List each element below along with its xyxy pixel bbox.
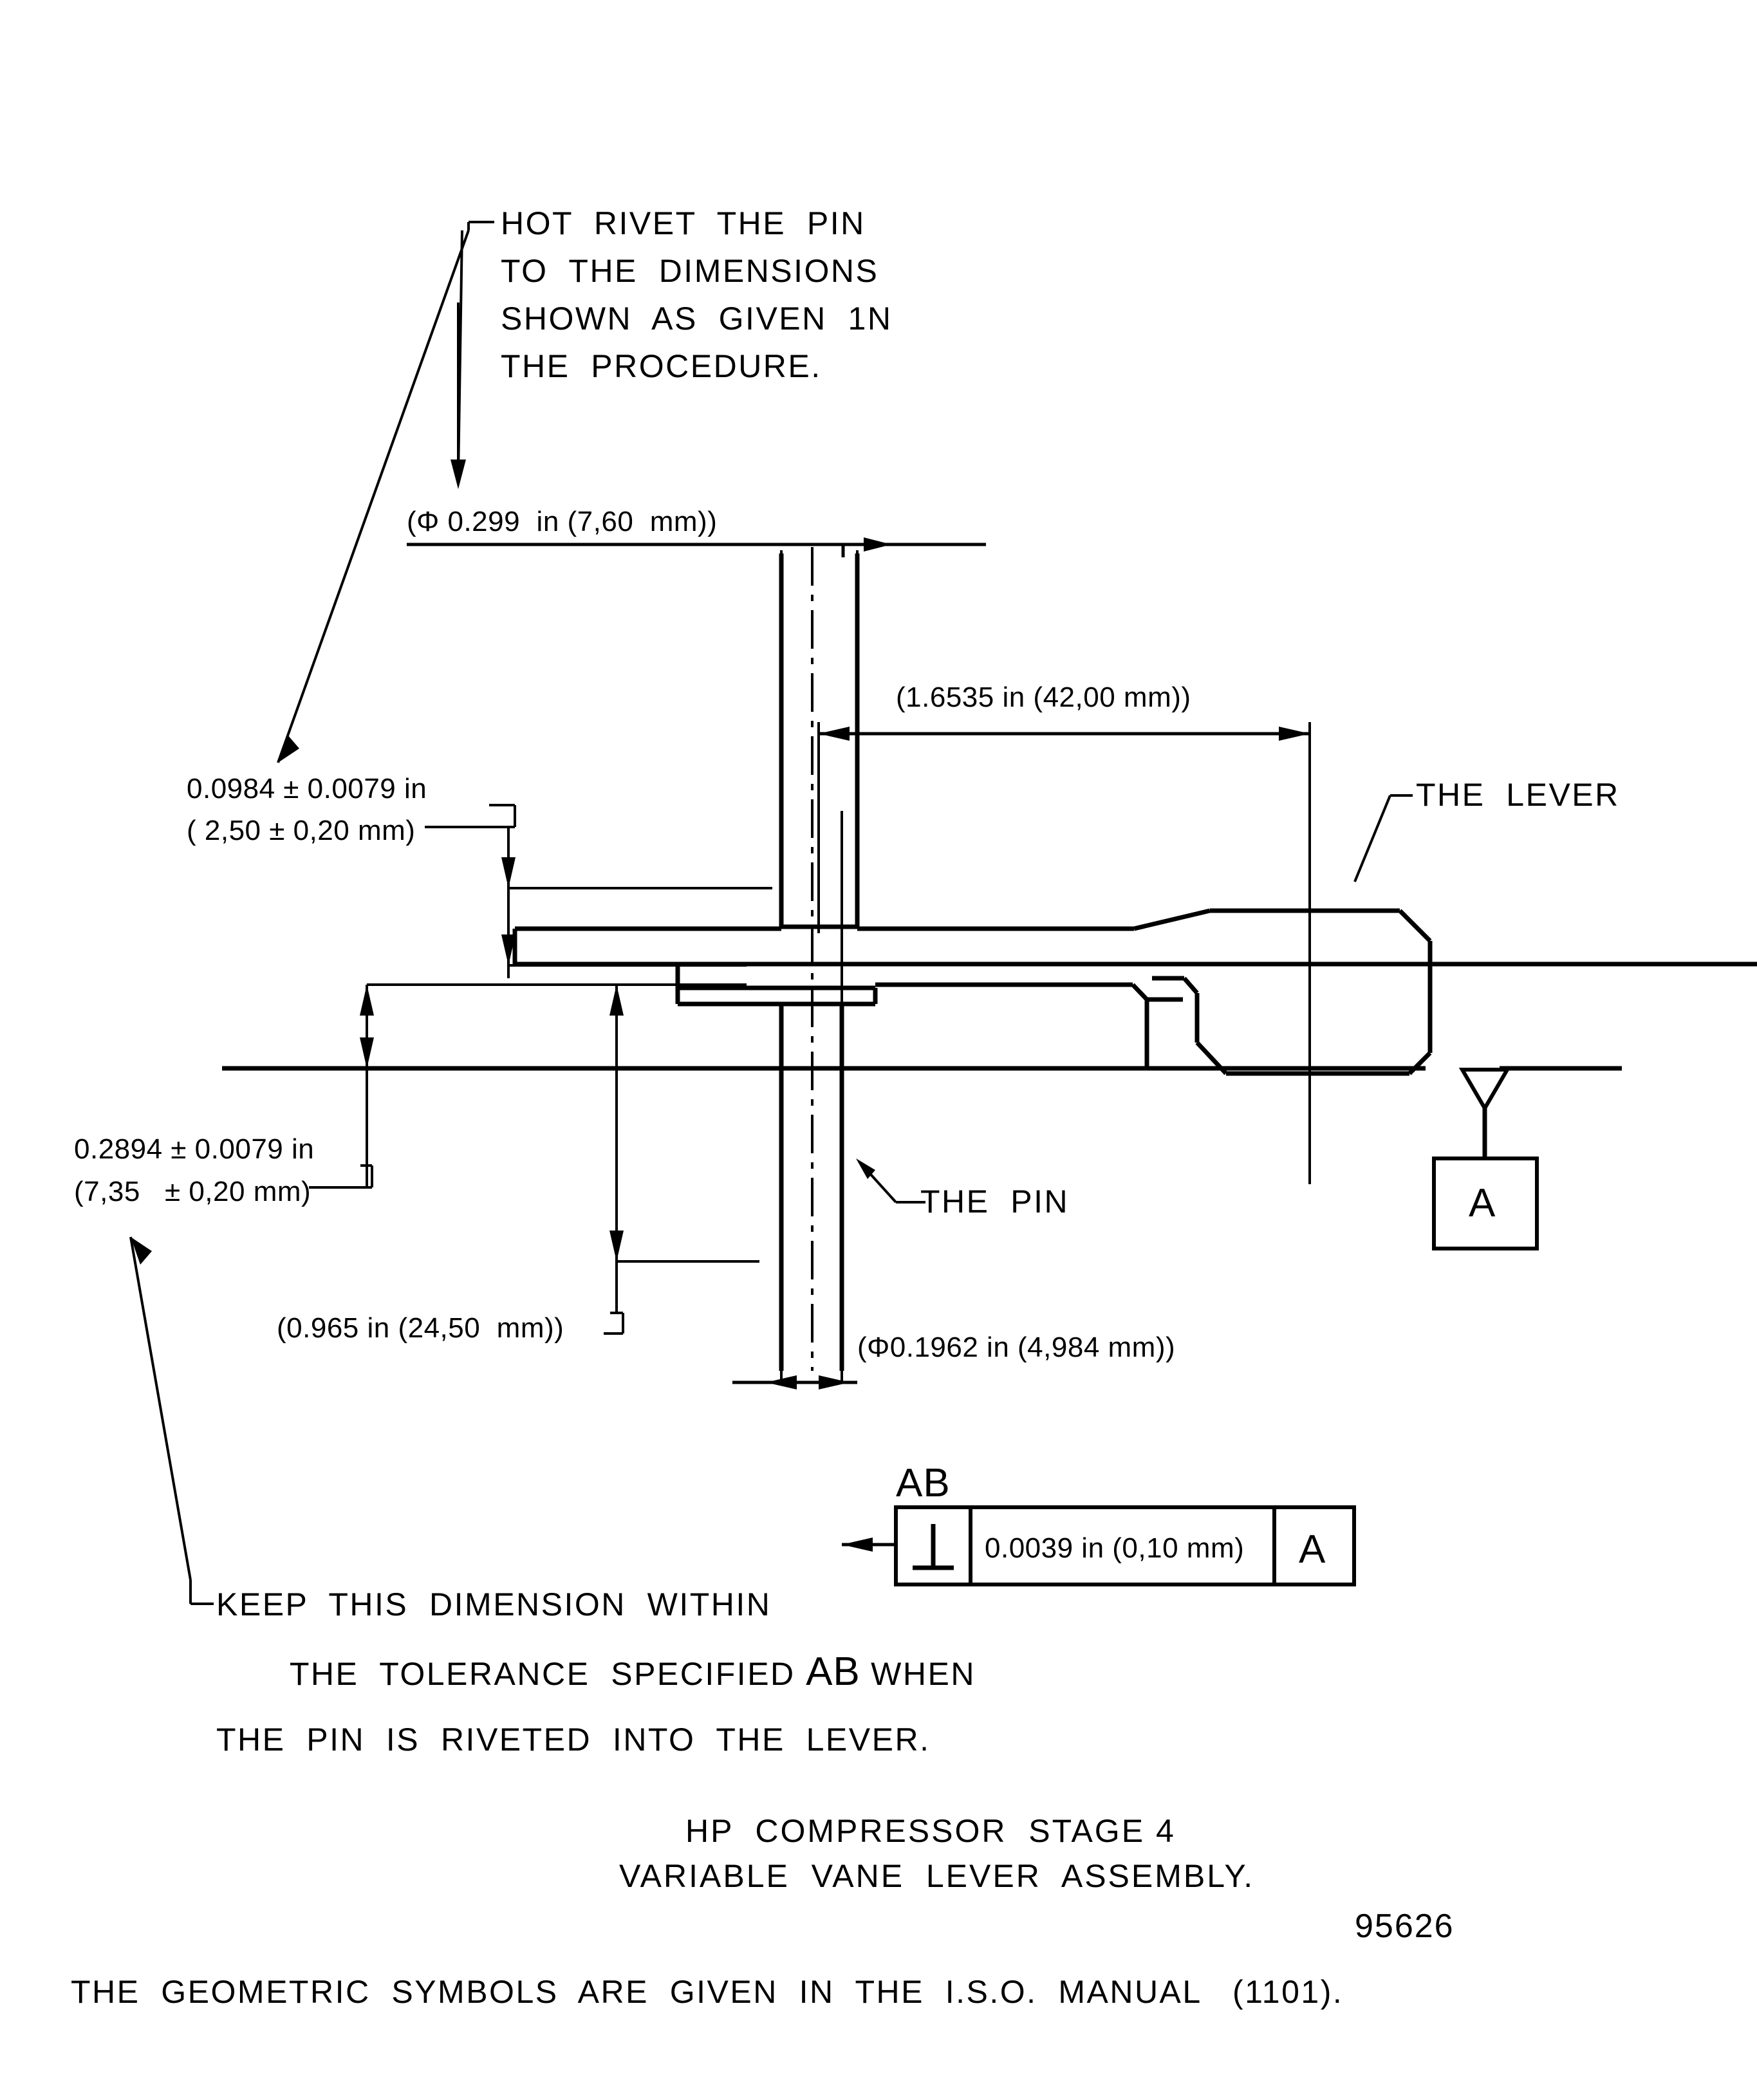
bottom-note-text: KEEP THIS DIMENSION WITHIN THE TOLERANCE…: [216, 1586, 1028, 1758]
lever-length-text: (1.6535 in (42,00 mm)): [896, 682, 1191, 713]
fcf-datum-ref: A: [1299, 1527, 1326, 1572]
title-block: HP COMPRESSOR STAGE 4 VARIABLE VANE LEVE…: [71, 1813, 1455, 2010]
datum-feature-symbol-a: A: [1432, 1068, 1539, 1250]
bottom-note-line-2-a: THE TOLERANCE SPECIFIED: [290, 1656, 806, 1692]
lever-label-text: THE LEVER: [1416, 777, 1620, 813]
lever-arm-geometry: [512, 908, 1757, 1068]
pin-label-text: THE PIN: [920, 1184, 1069, 1220]
top-note-line-2: TO THE DIMENSIONS: [501, 253, 879, 289]
pin-length-mm: (7,35 ± 0,20 mm): [74, 1176, 311, 1207]
rivet-head-height-in: 0.0984 ± 0.0079 in: [187, 773, 427, 804]
bottom-note-line-2: THE TOLERANCE SPECIFIED AB WHEN: [216, 1649, 1028, 1694]
bottom-note-leader: [129, 1236, 214, 1605]
drawing-number: 95626: [1355, 1908, 1455, 1945]
bottom-note-line-1: KEEP THIS DIMENSION WITHIN: [216, 1586, 771, 1622]
top-note-leader: [277, 221, 494, 763]
bottom-note-line-2-b: WHEN: [860, 1656, 976, 1692]
pin-projection-text: (0.965 in (24,50 mm)): [277, 1312, 564, 1344]
top-note-line-3: SHOWN AS GIVEN 1N: [501, 301, 892, 337]
rivet-head-geometry: [779, 553, 860, 929]
pin-label-leader: THE PIN: [856, 1158, 1069, 1220]
perpendicularity-symbol: [913, 1524, 954, 1570]
bottom-note-ab-symbol: AB: [806, 1649, 860, 1694]
title-line-1: HP COMPRESSOR STAGE 4: [685, 1813, 1176, 1849]
lever-length-dimension: (1.6535 in (42,00 mm)): [817, 682, 1311, 1184]
fcf-tolerance-text: 0.0039 in (0,10 mm): [985, 1532, 1244, 1564]
top-note-text: HOT RIVET THE PIN TO THE DIMENSIONS SHOW…: [501, 205, 892, 384]
pin-dia-text: (Φ0.1962 in (4,984 mm)): [857, 1332, 1175, 1363]
rivet-head-dia-text: (Φ 0.299 in (7,60 mm)): [407, 506, 717, 537]
pin-projection-dimension: (0.965 in (24,50 mm)): [277, 983, 759, 1344]
pin-length-dimension: 0.2894 ± 0.0079 in (7,35 ± 0,20 mm): [74, 983, 747, 1207]
pin-diameter-dimension: (Φ0.1962 in (4,984 mm)): [732, 811, 1175, 1389]
top-note-line-4: THE PROCEDURE.: [501, 348, 822, 384]
rivet-head-height-dimension: 0.0984 ± 0.0079 in ( 2,50 ± 0,20 mm): [187, 773, 772, 978]
feature-control-frame: AB 0.0039 in (0,10 mm) A: [842, 1461, 1356, 1586]
rivet-head-diameter-dimension: (Φ 0.299 in (7,60 mm)): [407, 506, 986, 927]
top-note-line-1: HOT RIVET THE PIN: [501, 205, 866, 241]
iso-reference-note: THE GEOMETRIC SYMBOLS ARE GIVEN IN THE I…: [71, 1974, 1343, 2010]
pin-length-in: 0.2894 ± 0.0079 in: [74, 1133, 314, 1165]
bottom-note-line-3: THE PIN IS RIVETED INTO THE LEVER.: [216, 1722, 930, 1758]
rivet-head-height-mm: ( 2,50 ± 0,20 mm): [187, 815, 415, 846]
lever-label-leader: THE LEVER: [1353, 777, 1620, 882]
title-line-2: VARIABLE VANE LEVER ASSEMBLY.: [619, 1858, 1254, 1894]
lever-boss-geometry: [1147, 909, 1433, 1076]
datum-feature-letter: A: [1469, 1181, 1496, 1225]
fcf-tag: AB: [896, 1461, 951, 1505]
pin-shank-geometry: [779, 1004, 844, 1371]
